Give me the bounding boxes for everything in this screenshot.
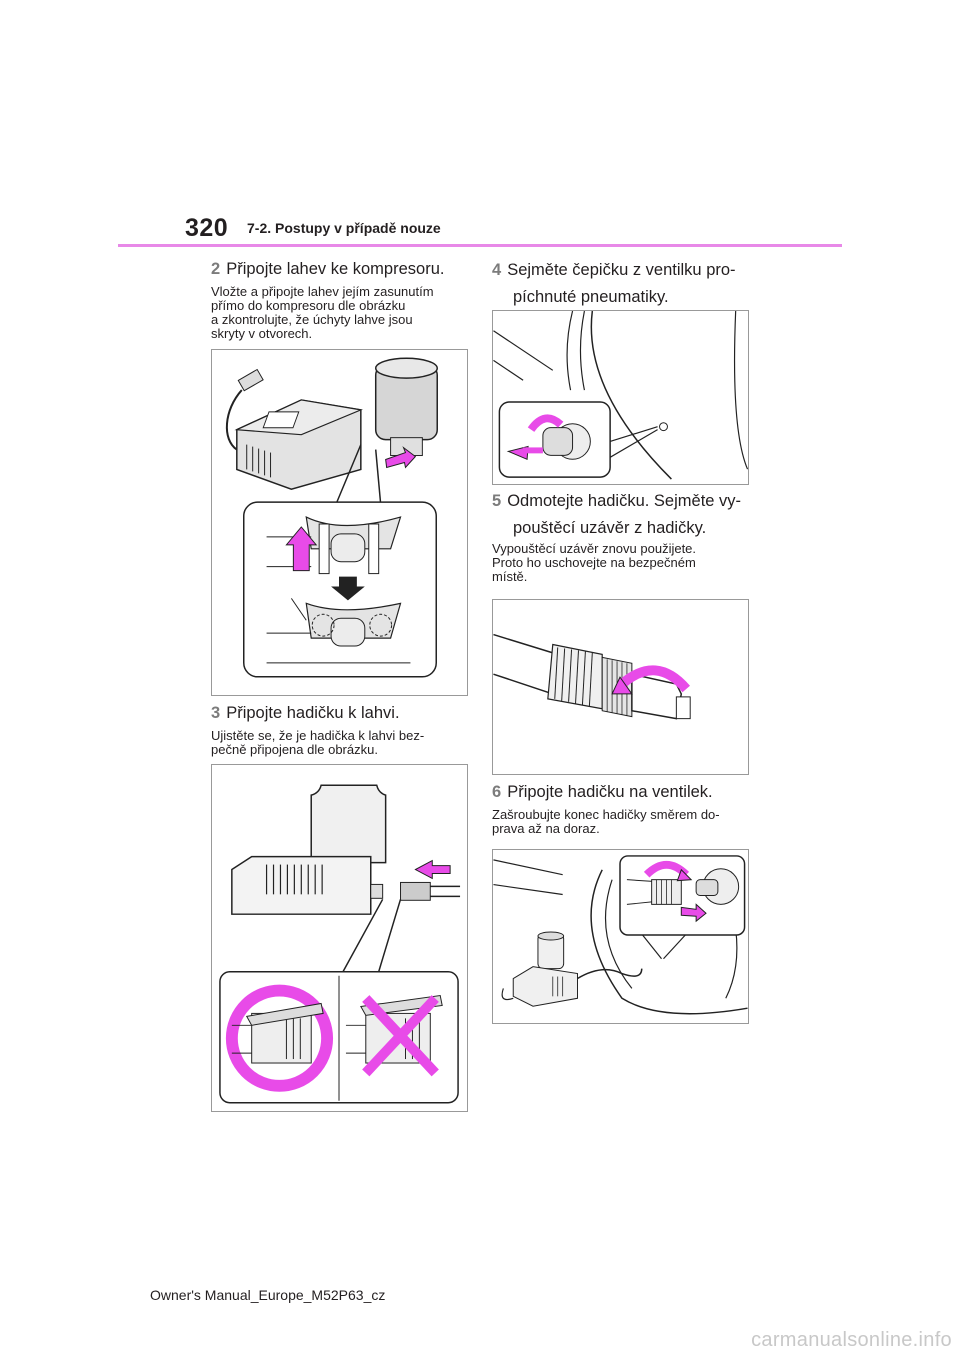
step-3-title: 3 Připojte hadičku k lahvi. (211, 701, 400, 725)
step-3-description: Ujistěte se, že je hadička k lahvi bez- … (211, 729, 424, 757)
hose-to-valve-illustration (493, 855, 748, 1015)
figure-compressor-bottle (211, 349, 468, 696)
step-number: 3 (211, 704, 221, 722)
step-6-title: 6 Připojte hadičku na ventilek. (492, 780, 713, 804)
step-number: 5 (492, 492, 502, 510)
header-rule (118, 244, 842, 247)
description-line: místě. (492, 569, 528, 584)
step-title-text: Připojte hadičku na ventilek. (507, 783, 713, 801)
step-2-description: Vložte a připojte lahev jejím zasunutím … (211, 285, 434, 341)
figure-hose-to-valve (492, 849, 749, 1024)
step-title-text: Odmotejte hadičku. Sejměte vy- (507, 492, 742, 510)
description-line: pečně připojena dle obrázku. (211, 742, 378, 757)
step-number: 2 (211, 260, 221, 278)
release-cap-illustration (493, 633, 691, 720)
figure-release-cap (492, 599, 749, 775)
step-6-description: Zašroubujte konec hadičky směrem do- pra… (492, 808, 720, 836)
footer-manual-id: Owner's Manual_Europe_M52P63_cz (150, 1287, 386, 1303)
step-2-title: 2 Připojte lahev ke kompresoru. (211, 257, 444, 281)
figure-valve-cap (492, 310, 749, 485)
step-title-text: Připojte hadičku k lahvi. (226, 704, 400, 722)
compressor-bottle-illustration (225, 357, 438, 678)
step-title-text: Sejměte čepičku z ventilku pro- (507, 261, 736, 279)
step-5-description: Vypouštěcí uzávěr znovu použijete. Proto… (492, 542, 696, 584)
description-line: prava až na doraz. (492, 821, 600, 836)
step-number: 4 (492, 261, 502, 279)
description-line: a zkontrolujte, že úchyty lahve jsou (211, 312, 413, 327)
description-line: skryty v otvorech. (211, 326, 313, 341)
valve-cap-illustration (493, 311, 748, 480)
step-title-text: Připojte lahev ke kompresoru. (226, 260, 445, 278)
step-title-text: pouštěcí uzávěr z hadičky. (513, 519, 707, 537)
description-line: přímo do kompresoru dle obrázku (211, 298, 406, 313)
description-line: Proto ho uschovejte na bezpečném (492, 555, 696, 570)
description-line: Zašroubujte konec hadičky směrem do- (492, 807, 720, 822)
step-5-title: 5 Odmotejte hadičku. Sejměte vy- pouštěcí… (492, 488, 741, 542)
description-line: Vypouštěcí uzávěr znovu použijete. (492, 541, 697, 556)
description-line: Vložte a připojte lahev jejím zasunutím (211, 284, 434, 299)
hose-to-bottle-illustration (219, 784, 461, 1104)
watermark: carmanualsonline.info (751, 1329, 952, 1351)
section-title: 7-2. Postupy v případě nouze (247, 220, 441, 236)
description-line: Ujistěte se, že je hadička k lahvi bez- (211, 728, 425, 743)
figure-hose-to-bottle (211, 764, 468, 1112)
step-number: 6 (492, 783, 502, 801)
step-4-title: 4 Sejměte čepičku z ventilku pro- píchnut… (492, 257, 736, 311)
page-number: 320 (185, 214, 229, 242)
step-title-text: píchnuté pneumatiky. (513, 288, 669, 306)
